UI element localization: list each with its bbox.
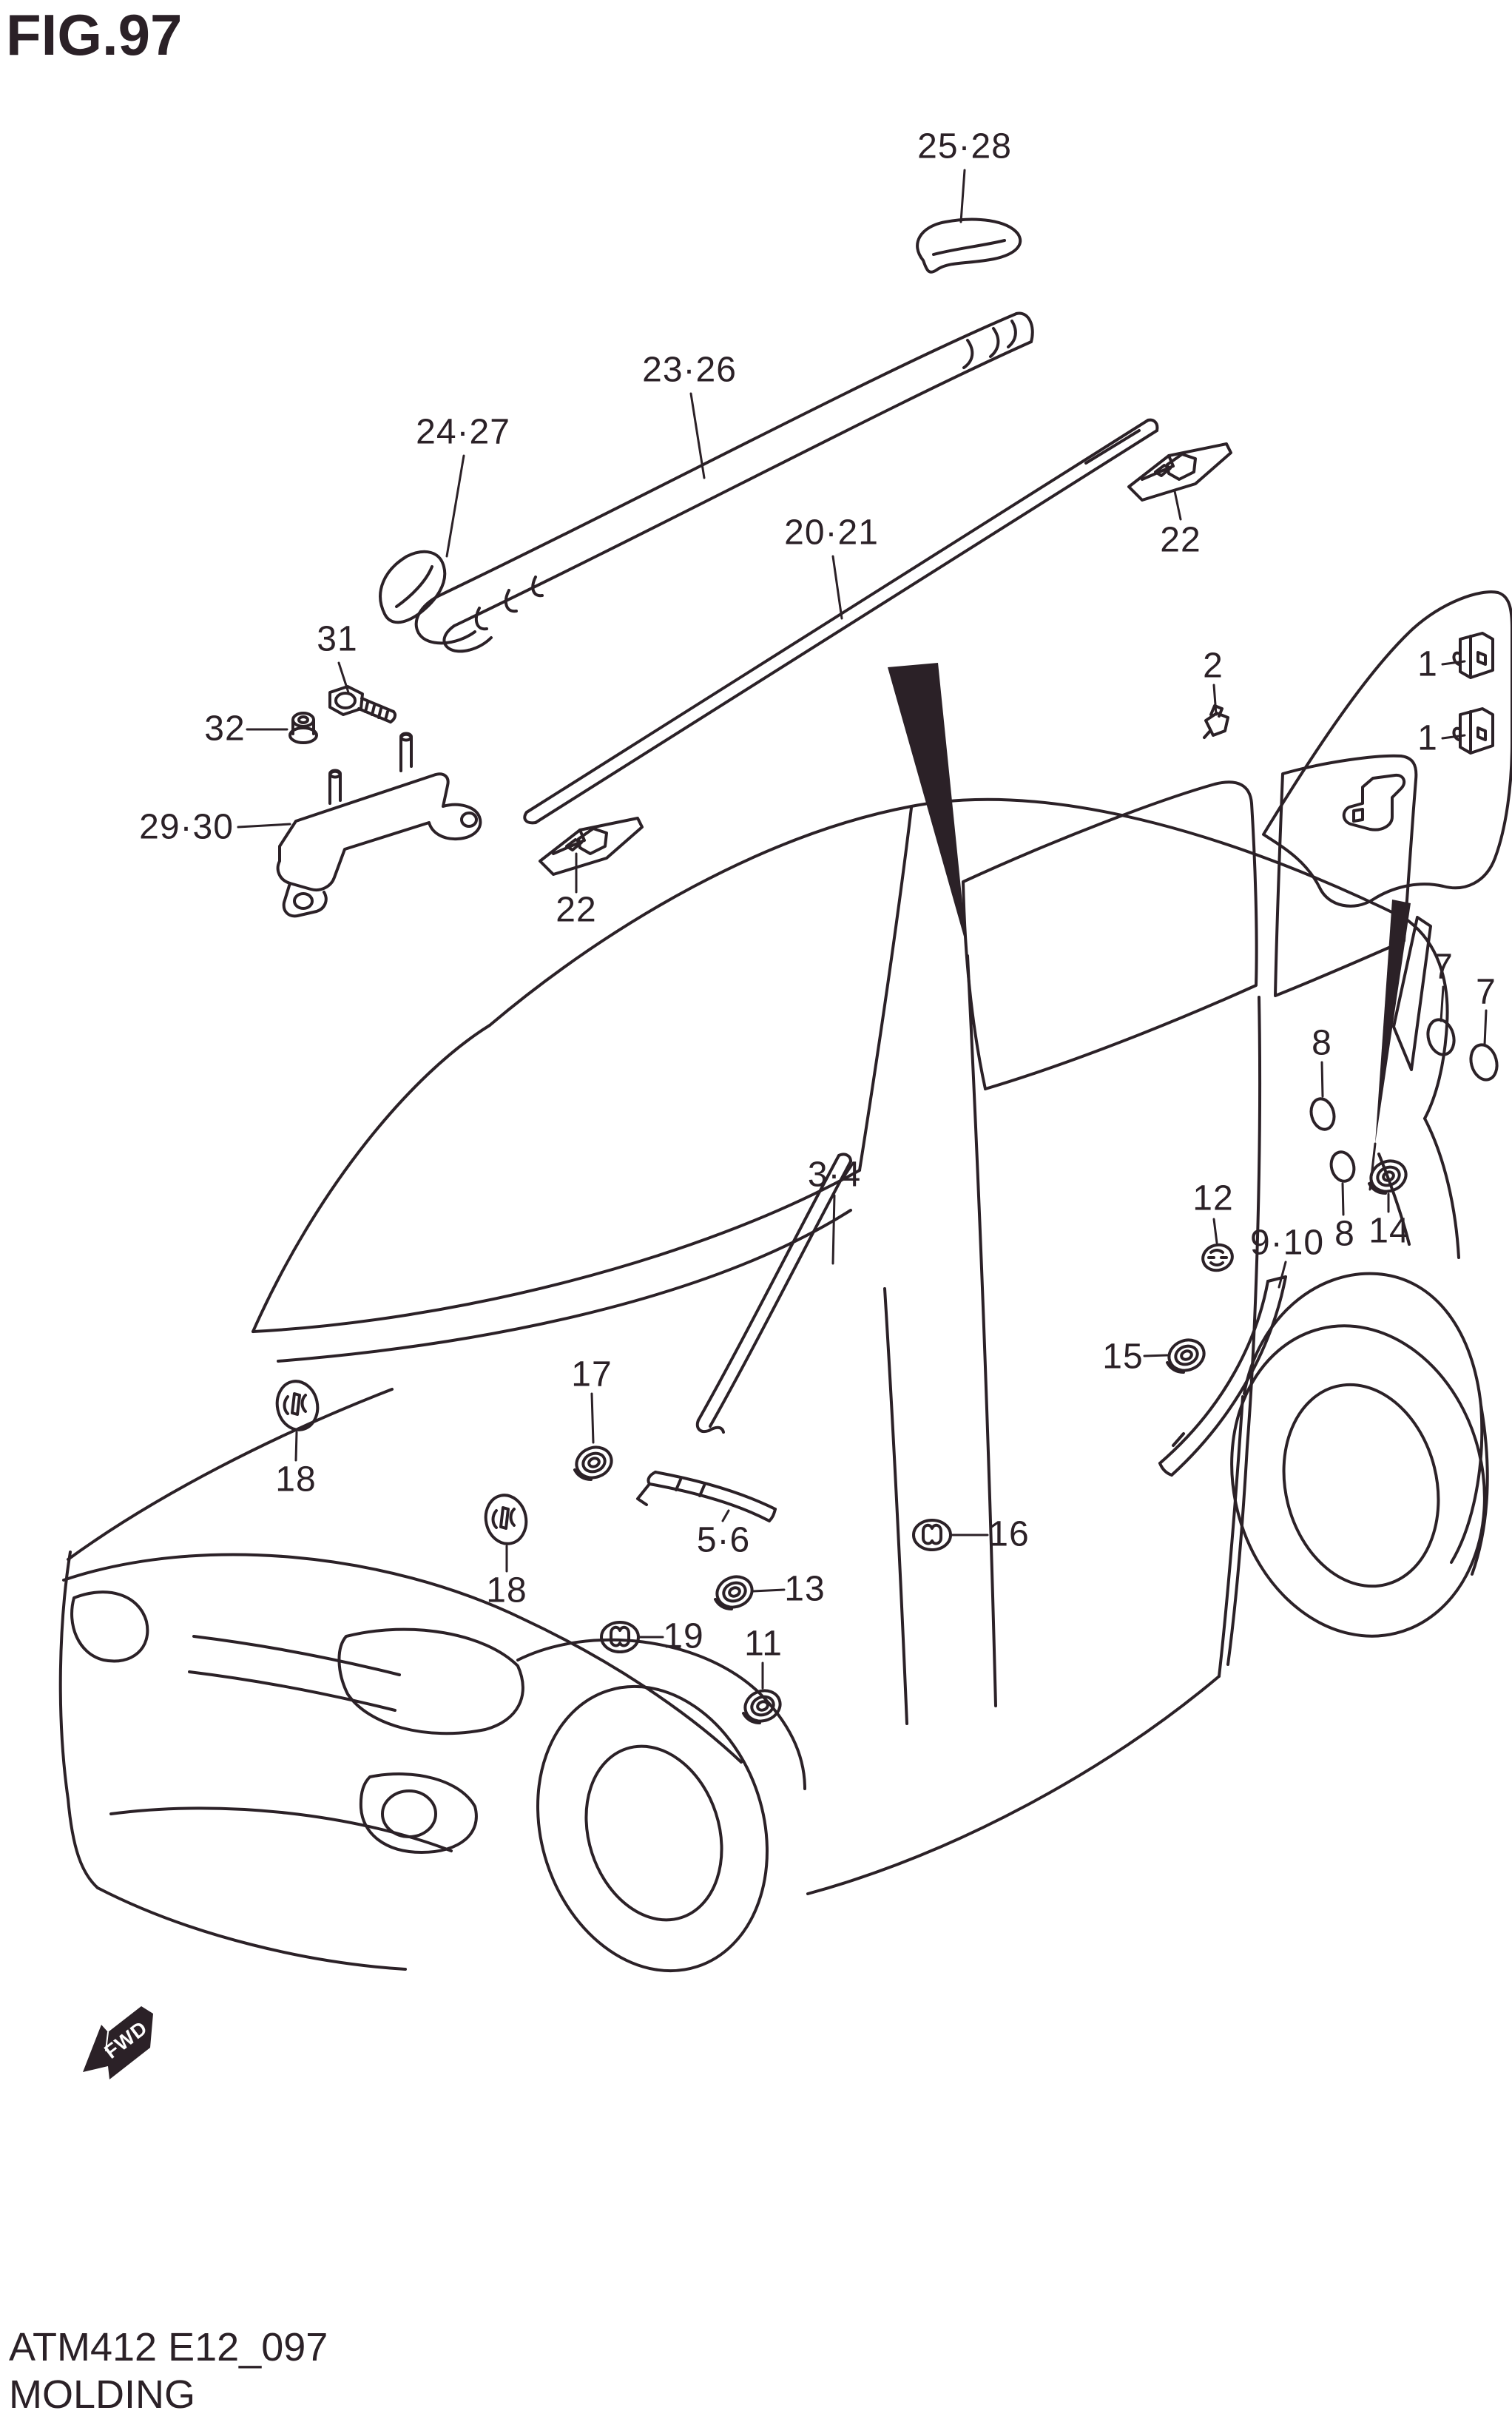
callout-label-15: 15 xyxy=(1102,1337,1144,1377)
windshield-right-edge xyxy=(858,806,913,1172)
front-face-edge xyxy=(58,1551,99,1889)
b-pillar-wedge xyxy=(888,663,967,947)
callout-label-19: 19 xyxy=(663,1616,704,1656)
quarter-trim-panel xyxy=(1262,590,1512,908)
callout-label-9-10: 9·10 xyxy=(1249,1223,1325,1263)
cushion-ovals xyxy=(1309,1018,1499,1183)
bolt-31 xyxy=(328,685,397,723)
figure-title: FIG.97 xyxy=(6,2,183,67)
callout-label-23-26: 23·26 xyxy=(642,350,737,390)
figure-name: MOLDING xyxy=(9,2372,196,2417)
callout-label-2: 2 xyxy=(1203,646,1224,686)
door-seam-center xyxy=(966,954,997,1707)
cushion-7-left xyxy=(1426,1018,1456,1056)
grille-line-2 xyxy=(188,1670,396,1712)
callout-label-24-27: 24·27 xyxy=(416,412,510,452)
callout-label-16: 16 xyxy=(988,1514,1030,1554)
d-pillar-wedge xyxy=(1375,900,1411,1144)
car-body xyxy=(58,754,1489,1973)
callout-label-18-upper: 18 xyxy=(275,1460,317,1499)
callout-label-18-lower: 18 xyxy=(486,1571,527,1610)
callout-label-20-21: 20·21 xyxy=(784,513,879,553)
front-rim xyxy=(584,1744,723,1922)
quarter-glass xyxy=(1392,916,1432,1071)
callout-label-7-right: 7 xyxy=(1476,972,1496,1012)
door-seam-rear xyxy=(1226,996,1262,1666)
callout-label-29-30: 29·30 xyxy=(139,807,234,847)
callout-label-8-lower: 8 xyxy=(1334,1214,1355,1254)
rear-arch-molding xyxy=(1158,1275,1287,1477)
callout-label-1-upper: 1 xyxy=(1417,644,1438,684)
front-door-window xyxy=(962,780,1258,1090)
callout-label-22-left: 22 xyxy=(556,890,597,930)
rear-tire xyxy=(1230,1324,1486,1638)
callout-label-3-4: 3·4 xyxy=(807,1155,862,1195)
headlight xyxy=(337,1627,524,1735)
front-tire xyxy=(536,1684,769,1973)
rear-rim xyxy=(1282,1383,1440,1588)
grille-line-1 xyxy=(192,1635,401,1676)
callout-label-31: 31 xyxy=(317,619,358,659)
callout-label-11: 11 xyxy=(744,1624,783,1664)
cushion-8-lower xyxy=(1329,1150,1356,1183)
callout-label-12: 12 xyxy=(1192,1178,1234,1218)
callout-label-5-6: 5·6 xyxy=(696,1520,751,1560)
roof-rail-cap-rear xyxy=(916,217,1022,274)
callout-label-25-28: 25·28 xyxy=(917,126,1012,166)
fog-lamp xyxy=(381,1789,437,1838)
callout-label-32: 32 xyxy=(204,709,246,749)
roof-rail xyxy=(414,311,1034,653)
figure-code: ATM412 E12_097 xyxy=(9,2325,328,2369)
callout-label-13: 13 xyxy=(784,1569,826,1609)
roof-rail-cap-front xyxy=(379,550,447,624)
pillar-trim-wedges xyxy=(888,663,1411,1144)
leader-lines xyxy=(237,169,1488,1690)
bracket-29-30 xyxy=(276,732,482,918)
rocker-line xyxy=(806,1675,1221,1895)
windshield-bottom-edge xyxy=(252,1169,861,1333)
front-bumper-bottom xyxy=(96,1886,407,1971)
callout-label-8-upper: 8 xyxy=(1312,1023,1332,1063)
corner-marker xyxy=(70,1590,149,1663)
a-pillar-molding xyxy=(695,1153,852,1434)
cushion-8-upper xyxy=(1309,1097,1336,1131)
door-seam-front xyxy=(883,1287,908,1725)
cowl-side-molding xyxy=(636,1471,777,1522)
hood-line-upper xyxy=(67,1388,394,1561)
nut-32 xyxy=(288,712,318,744)
callout-label-1-lower: 1 xyxy=(1417,718,1438,758)
roof-line xyxy=(488,797,1407,1027)
callout-label-7-left: 7 xyxy=(1433,947,1454,987)
callout-label-14: 14 xyxy=(1368,1211,1410,1251)
rear-lower-body xyxy=(1218,1395,1244,1678)
callout-label-17: 17 xyxy=(571,1354,612,1394)
rear-fender-top xyxy=(1423,1117,1460,1259)
rear-wheel-arch xyxy=(1243,1272,1484,1564)
callout-label-22-right: 22 xyxy=(1160,520,1201,560)
a-pillar-edge xyxy=(252,1024,491,1333)
cushion-7-right xyxy=(1469,1043,1499,1082)
fog-lamp-bezel xyxy=(359,1772,478,1854)
front-wheel-arch xyxy=(516,1638,806,1790)
hood-line-lower xyxy=(62,1553,743,1764)
rear-bumper-edge xyxy=(1471,1404,1489,1576)
roof-drip-molding xyxy=(523,418,1159,825)
